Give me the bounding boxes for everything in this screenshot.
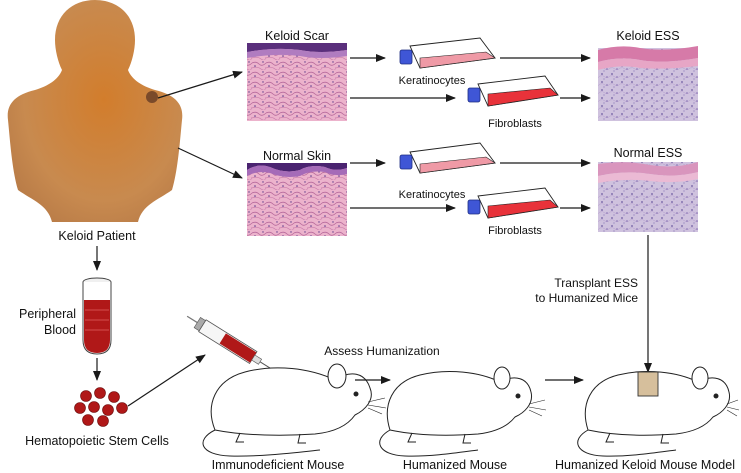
fibroblasts-label-normal: Fibroblasts bbox=[488, 225, 542, 237]
arrow-hsc-to-syringe bbox=[127, 354, 206, 407]
hsc-label: Hematopoietic Stem Cells bbox=[25, 434, 169, 448]
keratinocytes-label-keloid: Keratinocytes bbox=[399, 75, 466, 87]
keloid-model-mouse bbox=[577, 366, 740, 457]
hematopoietic-stem-cells bbox=[74, 387, 128, 427]
normal-skin-histology bbox=[247, 163, 347, 236]
keloid-scar-label: Keloid Scar bbox=[265, 29, 329, 43]
immunodeficient-mouse-label: Immunodeficient Mouse bbox=[212, 458, 345, 472]
humanized-mouse-label: Humanized Mouse bbox=[403, 458, 507, 472]
blood-tube bbox=[82, 277, 112, 355]
assess-humanization-label: Assess Humanization bbox=[324, 344, 439, 358]
keratinocytes-label-normal: Keratinocytes bbox=[399, 189, 466, 201]
keloid-ess-histology bbox=[598, 46, 698, 121]
fibroblast-flask-keloid bbox=[467, 75, 559, 107]
keloid-scar-histology bbox=[247, 43, 347, 121]
transplant-label-line1: Transplant ESS bbox=[554, 276, 638, 290]
keloid-lesion bbox=[146, 91, 158, 103]
keloid-mouse-model-label: Humanized Keloid Mouse Model bbox=[555, 458, 735, 472]
normal-skin-label: Normal Skin bbox=[263, 149, 331, 163]
keloid-patient-figure bbox=[7, 0, 183, 222]
keloid-patient-label: Keloid Patient bbox=[58, 229, 136, 243]
transplant-label-line2: to Humanized Mice bbox=[535, 291, 638, 305]
ess-graft-patch bbox=[637, 371, 659, 397]
normal-ess-histology bbox=[598, 162, 698, 232]
keratinocyte-flask-normal bbox=[399, 142, 496, 174]
humanized-mouse bbox=[379, 366, 547, 457]
arrow-patient-to-normal bbox=[177, 147, 243, 179]
normal-ess-label: Normal ESS bbox=[614, 146, 683, 160]
fibroblasts-label-keloid: Fibroblasts bbox=[488, 118, 542, 130]
arrow-patient-to-keloid bbox=[157, 70, 243, 99]
peripheral-blood-label-line2: Blood bbox=[44, 323, 76, 337]
keratinocyte-flask-keloid bbox=[399, 37, 496, 69]
fibroblast-flask-normal bbox=[467, 187, 559, 219]
syringe bbox=[186, 315, 279, 374]
keloid-ess-label: Keloid ESS bbox=[616, 29, 679, 43]
peripheral-blood-label-line1: Peripheral bbox=[19, 307, 76, 321]
immunodeficient-mouse bbox=[202, 363, 387, 457]
